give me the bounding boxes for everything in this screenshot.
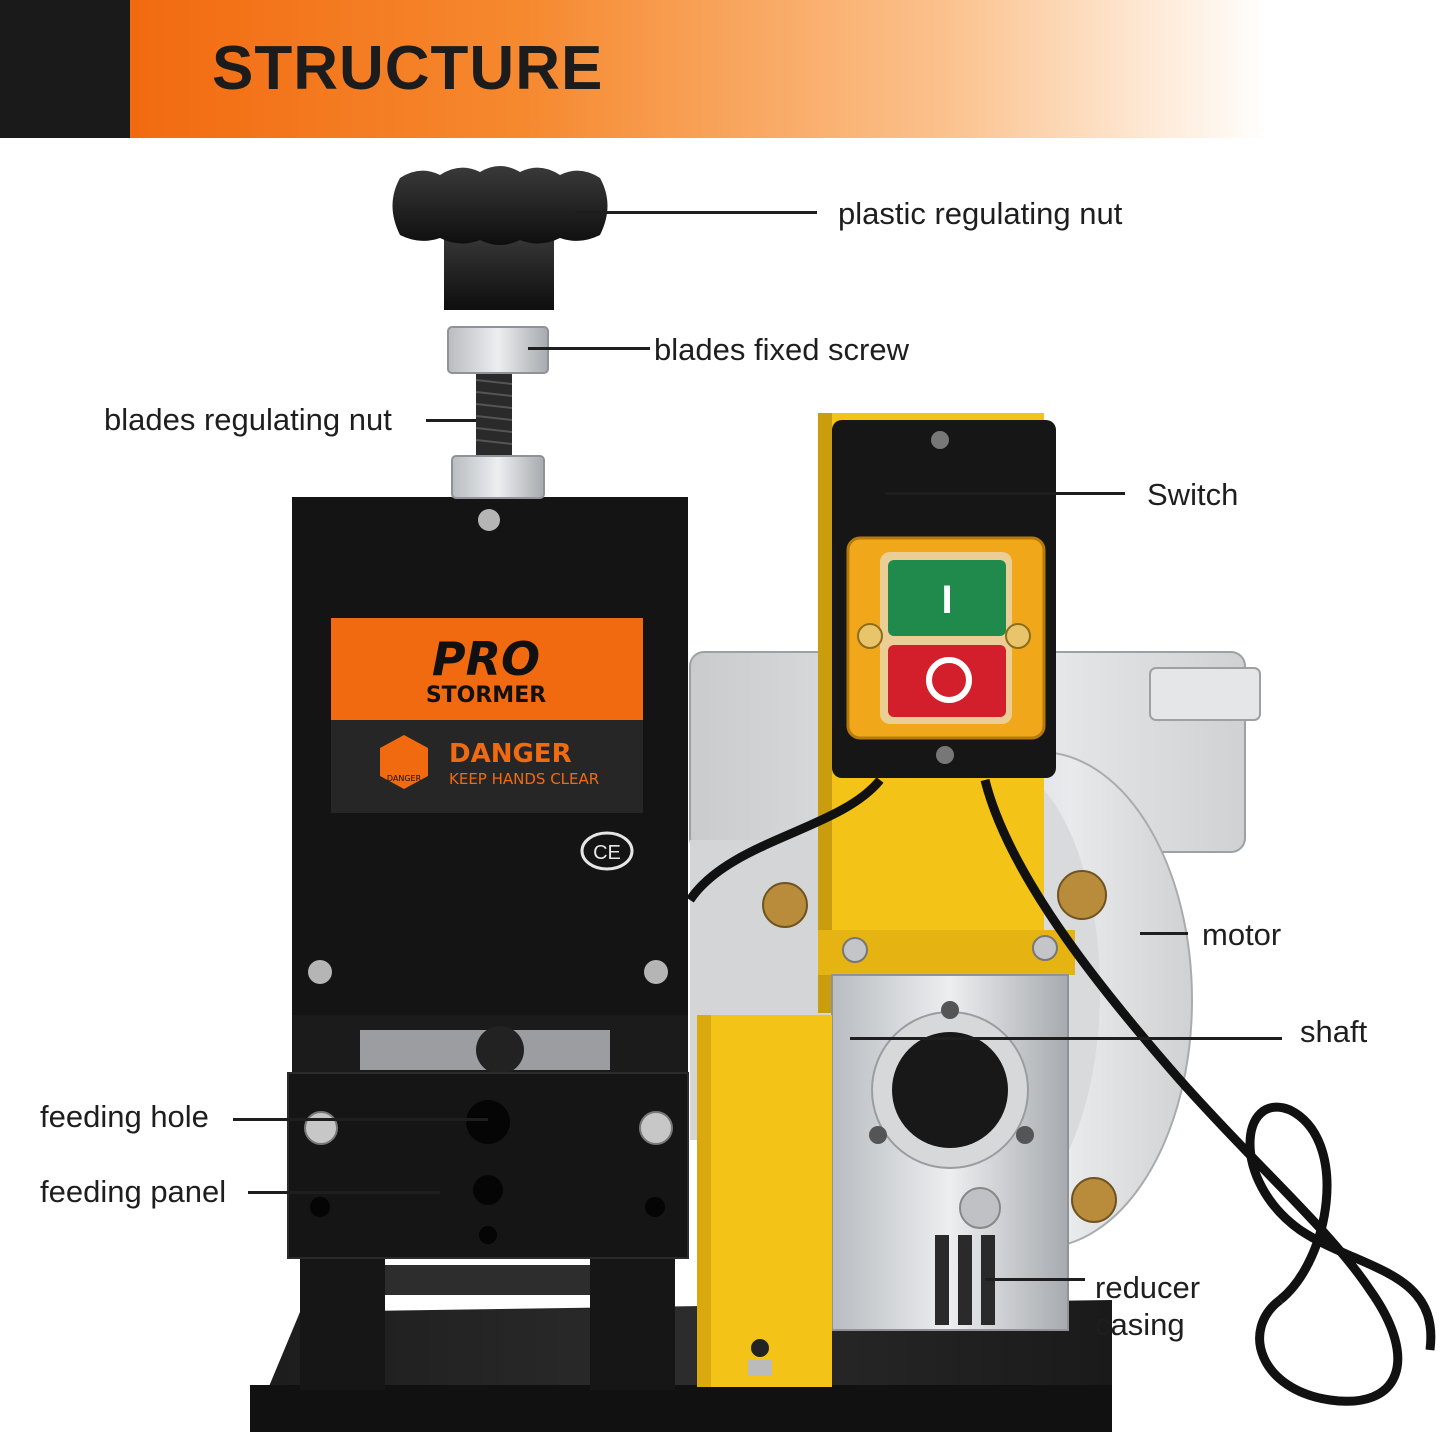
warning-icon-text: DANGER bbox=[387, 774, 422, 783]
adjuster-assembly bbox=[392, 166, 608, 499]
label-feeding-panel: feeding panel bbox=[40, 1174, 227, 1209]
label-reducer-casing-line1: reducer bbox=[1095, 1270, 1201, 1305]
label-blades-fixed-screw: blades fixed screw bbox=[654, 332, 910, 367]
warning-subtitle: KEEP HANDS CLEAR bbox=[449, 770, 599, 788]
feeding-panel-body bbox=[287, 1072, 689, 1259]
leader-feeding-hole bbox=[233, 1118, 488, 1121]
reducer-casing-body bbox=[831, 935, 1069, 1331]
header-banner: STRUCTURE bbox=[0, 0, 1452, 138]
switch-box: I bbox=[832, 420, 1056, 778]
leader-shaft bbox=[850, 1037, 1282, 1040]
brand-stormer: STORMER bbox=[426, 683, 546, 708]
banner-gradient bbox=[130, 0, 1452, 138]
label-switch: Switch bbox=[1147, 477, 1239, 512]
power-cable bbox=[686, 777, 1436, 1406]
warning-hand-icon bbox=[380, 735, 428, 789]
leader-blades-regulating-nut bbox=[426, 419, 476, 422]
base-plate bbox=[250, 1300, 1112, 1432]
label-plastic-regulating-nut: plastic regulating nut bbox=[838, 196, 1123, 231]
leader-switch bbox=[885, 492, 1125, 495]
brand-pro: PRO bbox=[432, 632, 540, 686]
switch-on-mark: I bbox=[941, 578, 952, 622]
leader-motor bbox=[1140, 932, 1188, 935]
yellow-column bbox=[697, 1015, 832, 1387]
label-blades-regulating-nut: blades regulating nut bbox=[104, 402, 392, 437]
ce-text: CE bbox=[593, 842, 621, 864]
page-title: STRUCTURE bbox=[212, 34, 604, 103]
feeding-mechanism bbox=[292, 1015, 688, 1390]
label-feeding-hole: feeding hole bbox=[40, 1099, 209, 1134]
label-motor: motor bbox=[1202, 917, 1282, 952]
banner-black-block bbox=[0, 0, 130, 138]
warning-title: DANGER bbox=[449, 739, 572, 769]
ce-mark bbox=[580, 831, 634, 871]
leader-blades-fixed-screw bbox=[528, 347, 650, 350]
leader-feeding-panel bbox=[248, 1191, 440, 1194]
leader-plastic-regulating-nut bbox=[575, 211, 817, 214]
cutter-housing: PRO STORMER DANGER DANGER KEEP HANDS CLE… bbox=[292, 497, 688, 1017]
label-shaft: shaft bbox=[1300, 1014, 1368, 1049]
label-reducer-casing-line2: casing bbox=[1095, 1307, 1185, 1342]
leader-reducer-casing bbox=[985, 1278, 1085, 1281]
